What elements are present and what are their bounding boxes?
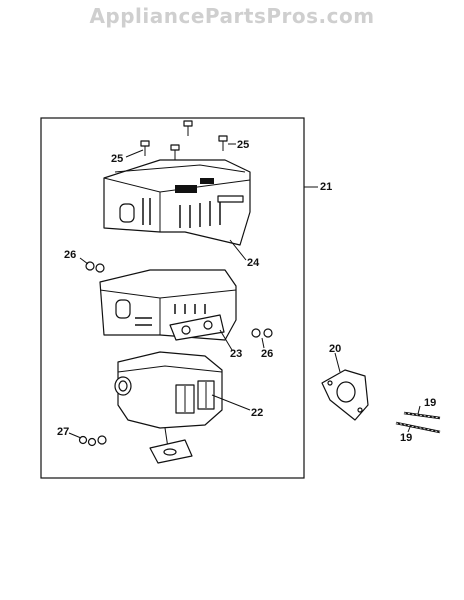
callout-20: 20: [329, 343, 341, 355]
callout-26-left: 26: [64, 249, 76, 261]
callout-23: 23: [230, 348, 242, 360]
bolt-group-25: [140, 120, 228, 160]
nut-group-26-left: [85, 261, 105, 273]
callout-25-right: 25: [237, 139, 249, 151]
callout-27: 27: [57, 426, 69, 438]
leader-lines: [68, 143, 421, 439]
callout-26-right: 26: [261, 348, 273, 360]
callout-19-lower: 19: [400, 432, 412, 444]
callout-22: 22: [251, 407, 263, 419]
callout-21: 21: [320, 181, 332, 193]
callout-24: 24: [247, 257, 260, 269]
assembly-frame: [40, 117, 305, 479]
stud-group-19: [395, 411, 441, 434]
heat-shield-lower: [99, 269, 237, 341]
nut-group-26-right: [251, 328, 273, 338]
site-watermark: AppliancePartsPros.com: [89, 4, 375, 28]
callout-19-upper: 19: [424, 397, 436, 409]
callout-25-left: 25: [111, 153, 123, 165]
fastener-group-27: [78, 435, 107, 447]
muffler: [114, 351, 223, 464]
exhaust-gasket: [321, 369, 369, 421]
heat-shield-upper: [103, 159, 251, 246]
